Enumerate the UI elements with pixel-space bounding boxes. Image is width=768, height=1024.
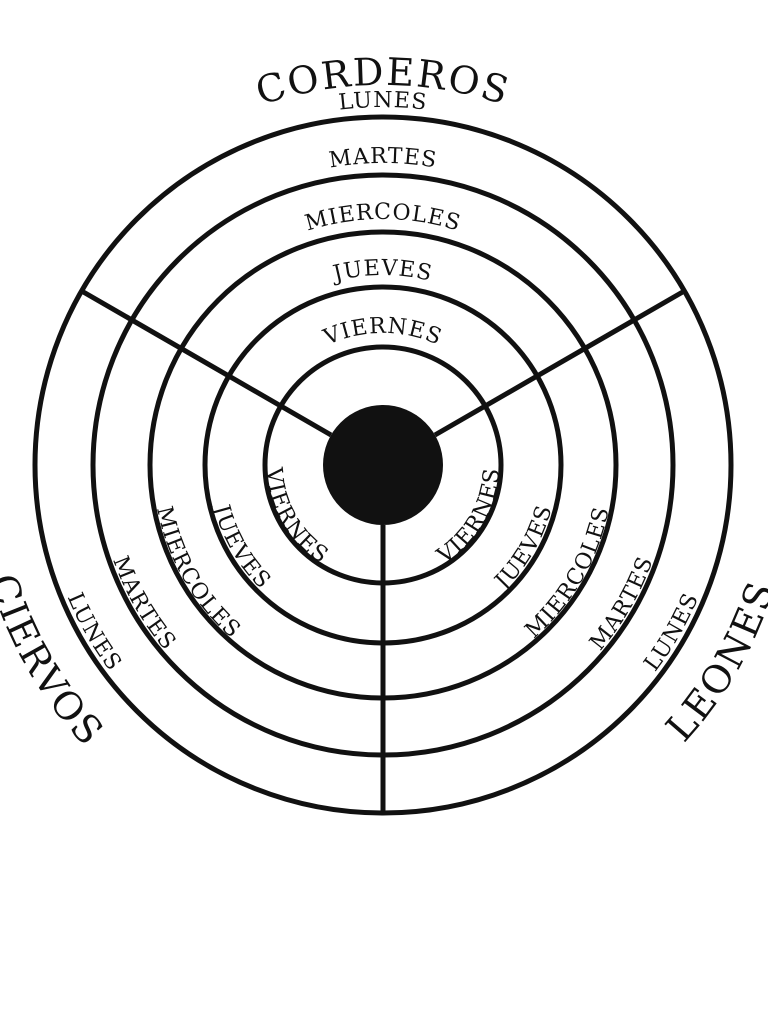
group-label-leones: LEONES (658, 575, 768, 750)
sector-dividers (80, 288, 686, 813)
day-label-leones-viernes-text: VIERNES (432, 467, 504, 570)
day-label-ciervos-viernes: VIERNES (261, 465, 333, 568)
divider-corderos-ciervos (80, 288, 333, 438)
day-label-ciervos-martes: MARTES (107, 553, 180, 656)
divider-corderos-leones (433, 288, 686, 438)
day-label-ciervos-jueves: JUEVES (208, 500, 276, 594)
day-label-corderos-martes: MARTES (327, 144, 438, 174)
day-label-ciervos-viernes-text: VIERNES (261, 465, 332, 568)
day-label-corderos-jueves: JUEVES (329, 256, 435, 288)
day-label-ciervos-jueves-text: JUEVES (208, 500, 275, 594)
day-label-corderos-martes-text: MARTES (327, 144, 437, 174)
group-label-leones-text: LEONES (658, 575, 768, 750)
day-label-leones-martes-text: MARTES (585, 553, 657, 655)
day-label-ciervos-martes-text: MARTES (107, 553, 179, 656)
day-label-leones-viernes: VIERNES (432, 467, 505, 570)
center-hub (323, 405, 443, 525)
day-label-leones-jueves-text: JUEVES (489, 502, 557, 596)
day-label-corderos-jueves-text: JUEVES (329, 256, 434, 288)
day-label-leones-jueves: JUEVES (489, 502, 558, 596)
day-label-leones-martes: MARTES (585, 553, 658, 655)
